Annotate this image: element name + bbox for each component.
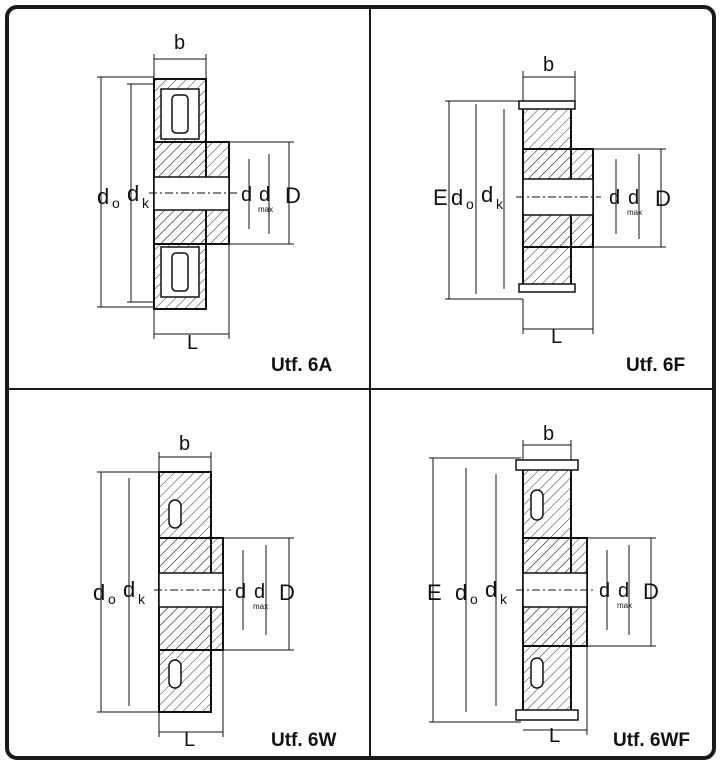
dim-dmax-label: d: [254, 581, 265, 603]
dim-dk-label: d: [481, 182, 493, 207]
dim-L-label: L: [549, 725, 560, 747]
dim-d-label: d: [609, 187, 620, 209]
dim-D-label: D: [643, 579, 659, 604]
dim-b-label: b: [174, 32, 185, 54]
dim-b-label: b: [543, 54, 554, 76]
dim-b-label: b: [543, 423, 554, 445]
dim-d-label: d: [241, 184, 252, 206]
caption-utf-6a: Utf. 6A: [271, 355, 333, 376]
dim-dk-subscript: k: [496, 196, 504, 212]
dim-d0-label: d: [455, 580, 467, 605]
caption-utf-6wf: Utf. 6WF: [613, 730, 691, 751]
dim-b-label: b: [179, 433, 190, 455]
dim-dmax-label: d: [628, 187, 639, 209]
dim-dk-label: d: [485, 577, 497, 602]
vertical-divider: [369, 9, 371, 756]
pulley-drawing-6f: b E d o d k d d max D L: [433, 54, 671, 348]
dim-d0-subscript: o: [112, 195, 120, 211]
dim-D-label: D: [655, 186, 671, 211]
pulley-drawing-6w: b d o d k d d max D L: [93, 433, 295, 751]
horizontal-divider: [9, 388, 712, 390]
pulley-drawing-6a: b d o d k d d max D L: [97, 32, 301, 354]
panel-utf-6a: b d o d k d d max D L Utf. 6A: [9, 9, 369, 388]
caption-utf-6w: Utf. 6W: [271, 730, 337, 751]
caption-utf-6f: Utf. 6F: [626, 355, 686, 376]
dim-L-label: L: [551, 326, 562, 348]
dim-d0-subscript: o: [470, 591, 478, 607]
pulley-drawing-6wf: b E d o d k d d max D L: [427, 423, 659, 747]
dim-dmax-subscript: max: [627, 208, 642, 217]
dim-D-label: D: [279, 580, 295, 605]
panel-utf-6wf: b E d o d k d d max D L Utf. 6WF: [371, 390, 712, 756]
dim-d0-label: d: [93, 580, 105, 605]
panel-utf-6f: b E d o d k d d max D L Utf. 6F: [371, 9, 712, 388]
dim-d-label: d: [599, 580, 610, 602]
figure-frame: b d o d k d d max D L Utf. 6A: [5, 5, 716, 760]
dim-E-label: E: [427, 580, 442, 605]
dim-d0-subscript: o: [108, 591, 116, 607]
dim-dk-label: d: [123, 577, 135, 602]
dim-dk-label: d: [127, 181, 139, 206]
dim-dk-subscript: k: [138, 591, 146, 607]
dim-dmax-subscript: max: [617, 601, 632, 610]
dim-L-label: L: [184, 729, 195, 751]
dim-L-label: L: [187, 332, 198, 354]
dim-d0-label: d: [451, 185, 463, 210]
dim-dmax-subscript: max: [253, 602, 268, 611]
dim-dmax-subscript: max: [258, 205, 273, 214]
dim-d0-subscript: o: [466, 196, 474, 212]
dim-d-label: d: [235, 581, 246, 603]
panel-utf-6w: b d o d k d d max D L Utf. 6W: [9, 390, 369, 756]
dim-E-label: E: [433, 185, 448, 210]
dim-dmax-label: d: [618, 580, 629, 602]
dim-D-label: D: [285, 183, 301, 208]
dim-dk-subscript: k: [142, 195, 150, 211]
dim-dmax-label: d: [259, 184, 270, 206]
dim-dk-subscript: k: [500, 591, 508, 607]
dim-d0-label: d: [97, 184, 109, 209]
